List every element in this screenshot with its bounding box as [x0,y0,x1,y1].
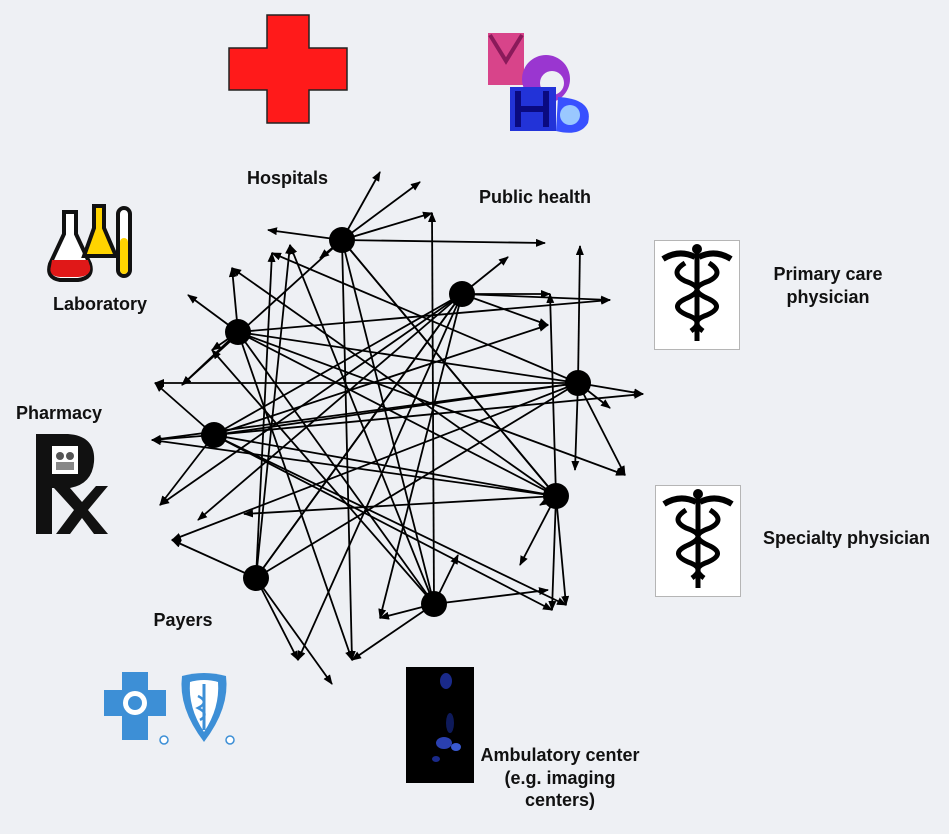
network-arrow [159,293,463,506]
primary-care-physician-label: Primary care physician [773,264,883,307]
network-arrow [213,382,579,438]
network-arrow [341,181,421,241]
network-hub [329,227,355,253]
network-arrow [378,293,463,619]
network-arrow [211,349,435,605]
network-hub [449,281,475,307]
laboratory-label: Laboratory [52,294,148,314]
network-arrow [555,495,570,606]
mchd-logo-icon [488,33,589,133]
network-arrow [297,293,463,661]
network-hub [565,370,591,396]
network-hub [421,591,447,617]
network-arrow [159,434,215,506]
network-arrow [171,382,579,541]
network-arrow [213,434,553,611]
network-arrow [289,244,435,605]
network-arrow [255,252,276,579]
specialty-physician-label: Specialty physician [762,528,931,548]
network-arrow [341,211,433,241]
network-arrow [271,252,579,384]
network-arrow [546,293,557,497]
network-arrow [154,382,215,436]
network-arrow [237,331,353,661]
network-arrow [255,577,299,661]
network-arrow [213,390,644,436]
lab-flasks-icon [47,204,132,282]
network-arrow [151,437,557,497]
network-arrow [433,587,549,605]
red-cross-icon [228,14,348,124]
caduceus-icon [661,244,733,341]
caduceus-primary-icon [654,240,740,350]
network-hub [225,319,251,345]
network-arrow [577,382,626,476]
network-arrow [255,577,333,685]
public-health-label: Public health [478,187,592,207]
network-arrow [231,267,557,497]
blue-cross-blue-shield-icon [104,672,235,745]
network-arrow [341,239,557,497]
network-arrow [341,239,356,661]
network-arrow [237,331,435,605]
imaging-scan-icon [406,667,474,783]
network-arrow [351,603,435,661]
network-arrow [237,331,557,497]
caduceus-icon [662,489,734,588]
network-hub [243,565,269,591]
network-hub [543,483,569,509]
network-arrow [571,382,580,471]
pharmacy-label: Pharmacy [15,403,103,423]
network-arrow [341,238,546,247]
network-arrow [213,324,549,436]
rx-icon [36,434,108,534]
network-arrow [255,382,579,579]
network-arrow [213,434,557,499]
network-arrow [461,293,611,304]
caduceus-specialty-icon [655,485,741,597]
network-arrow [548,495,557,611]
network-arrow [255,244,294,579]
network-arrow [341,239,436,605]
network-hub [201,422,227,448]
network-arrow [575,245,584,384]
network-arrow [243,495,557,518]
hospitals-label: Hospitals [246,168,329,188]
network-arrow [171,539,257,579]
network-arrow [213,434,567,606]
payers-label: Payers [153,610,213,630]
network-arrow [213,293,463,436]
ambulatory-center-label: Ambulatory center (e.g. imaging centers) [480,745,640,810]
network-arrow [237,331,579,386]
